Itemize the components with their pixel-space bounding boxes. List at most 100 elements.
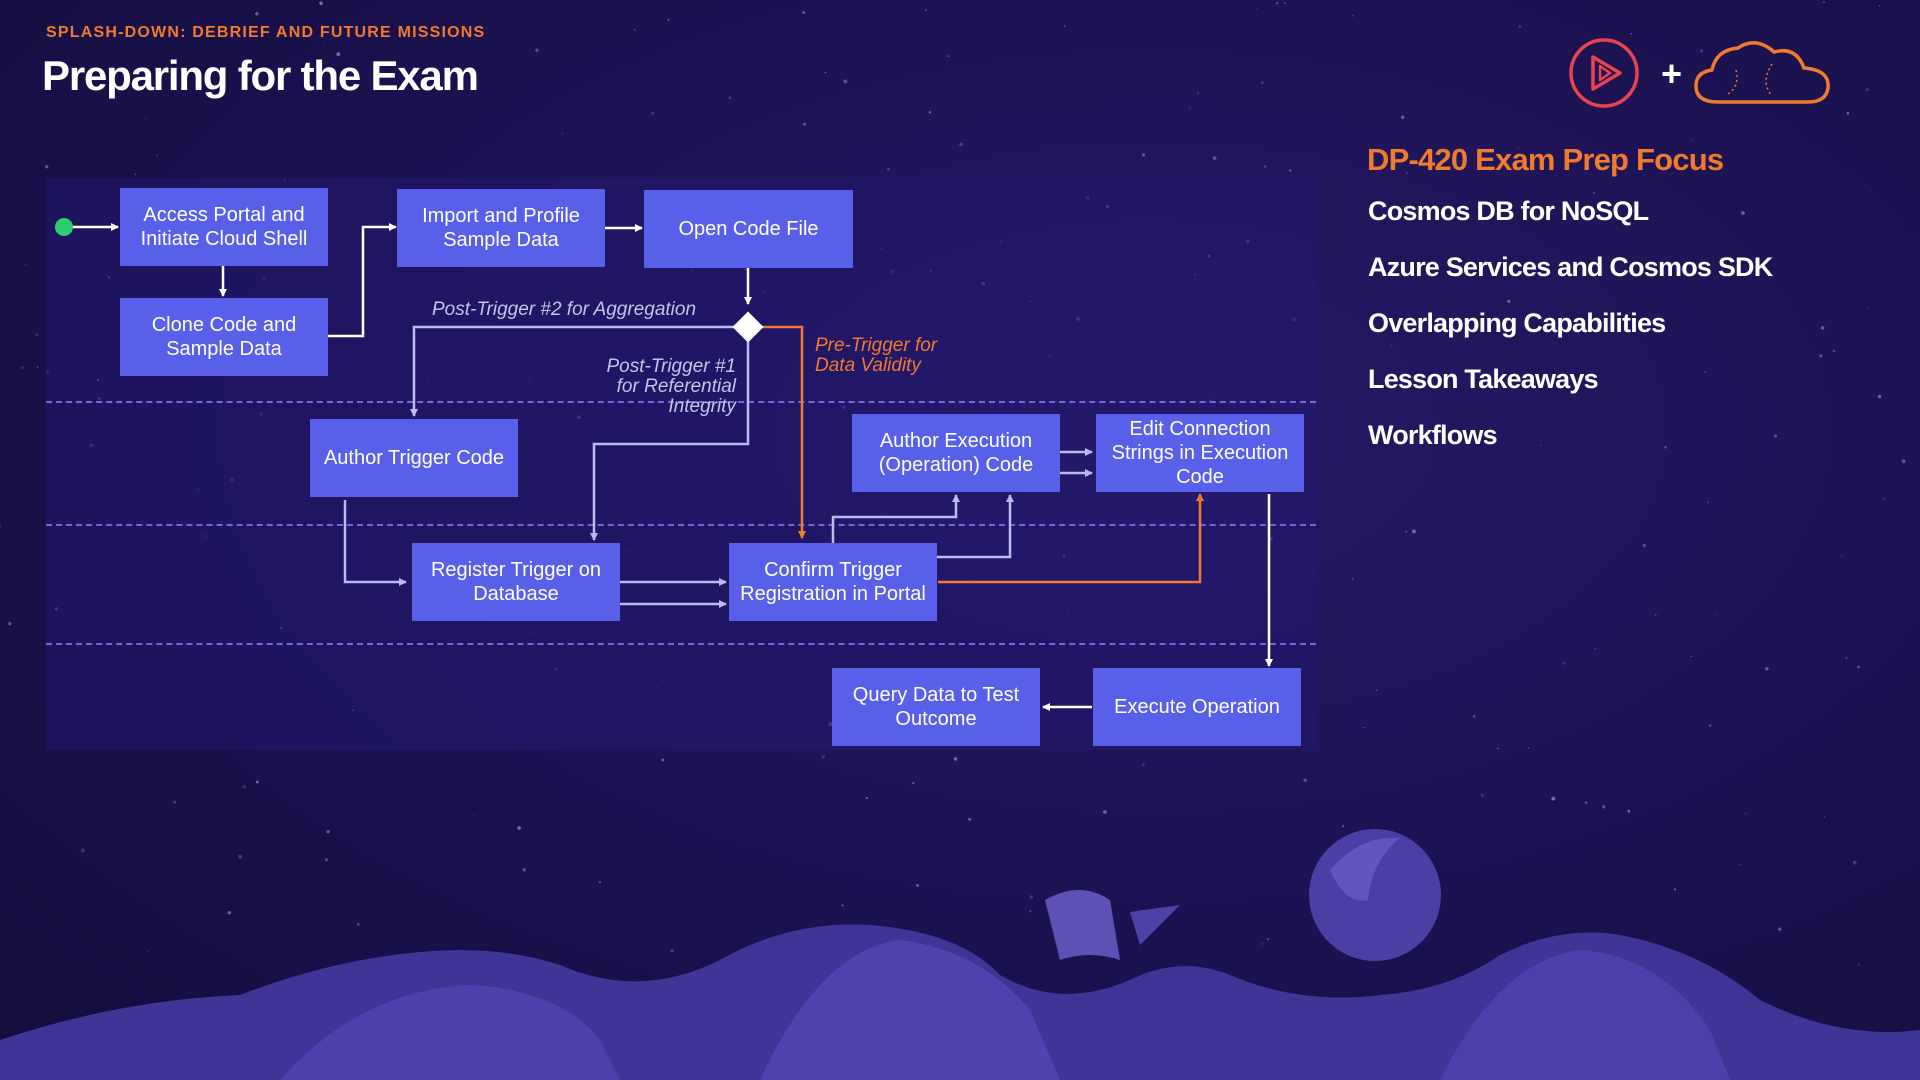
star (1188, 106, 1191, 109)
star (1261, 81, 1264, 84)
star (1820, 326, 1825, 330)
star (887, 167, 890, 171)
star (8, 622, 12, 626)
star (238, 854, 243, 859)
star (1690, 138, 1693, 141)
star (1351, 15, 1354, 17)
node-clone-code: Clone Code and Sample Data (120, 298, 328, 376)
star (1496, 747, 1499, 750)
star (912, 782, 915, 785)
star (1572, 260, 1577, 265)
star (147, 950, 149, 953)
star (1773, 434, 1778, 438)
star (45, 165, 49, 169)
node-register-trigger: Register Trigger on Database (412, 543, 620, 621)
star (1845, 656, 1848, 659)
star (1562, 662, 1566, 665)
star (1690, 655, 1693, 658)
focus-item: Cosmos DB for NoSQL (1368, 196, 1649, 226)
play-button-icon (1569, 38, 1639, 108)
star (156, 154, 158, 157)
star (1275, 2, 1279, 5)
exam-focus-list: Cosmos DB for NoSQL Azure Services and C… (1368, 196, 1773, 476)
planted-flag (1045, 890, 1120, 960)
star (1472, 715, 1476, 718)
star (1363, 727, 1365, 729)
node-open-code-file: Open Code File (644, 190, 853, 268)
star (1627, 809, 1631, 813)
section-kicker: SPLASH-DOWN: DEBRIEF AND FUTURE MISSIONS (46, 24, 486, 41)
star (1739, 864, 1741, 866)
star (1630, 33, 1633, 35)
star (1877, 394, 1882, 399)
star (1401, 115, 1405, 119)
star (1351, 578, 1354, 580)
star (1480, 793, 1484, 797)
star (1883, 498, 1885, 500)
star (1405, 530, 1408, 533)
star (1266, 938, 1269, 941)
star (517, 826, 521, 830)
star (1857, 963, 1860, 966)
star (1744, 812, 1747, 815)
focus-item: Lesson Takeaways (1368, 364, 1599, 394)
star (1527, 747, 1530, 749)
star (865, 796, 868, 800)
star (959, 142, 963, 147)
star (1704, 371, 1707, 373)
star (1765, 667, 1769, 671)
star (1263, 164, 1267, 168)
star (1654, 614, 1657, 617)
star (1823, 815, 1826, 818)
star (1406, 172, 1408, 174)
star (947, 55, 950, 58)
star (227, 910, 232, 915)
swimlane-divider (46, 524, 1316, 526)
star (319, 1, 323, 5)
star (1715, 613, 1718, 615)
star (824, 71, 827, 74)
star (1878, 4, 1881, 7)
star (323, 39, 325, 42)
star (1822, 0, 1826, 4)
star (255, 12, 259, 16)
star (1857, 665, 1860, 669)
star (1540, 444, 1542, 446)
star (1706, 501, 1710, 504)
star (953, 757, 958, 761)
label-pre-trigger: Pre-Trigger for Data Validity (815, 336, 937, 376)
star (928, 111, 932, 114)
star (522, 868, 526, 872)
star (35, 333, 39, 337)
star (1664, 446, 1667, 449)
star (356, 922, 360, 926)
star (1673, 888, 1677, 891)
node-query-data: Query Data to Test Outcome (832, 668, 1040, 746)
star (1551, 796, 1556, 801)
star (661, 758, 665, 762)
star (1870, 191, 1873, 193)
star (1063, 24, 1066, 28)
label-pre-trigger-line: Data Validity (815, 355, 921, 376)
brand-logos (1569, 38, 1830, 108)
node-edit-connection: Edit Connection Strings in Execution Cod… (1096, 414, 1304, 492)
star (728, 96, 732, 100)
star (1303, 778, 1308, 783)
star (843, 79, 848, 84)
star (1261, 943, 1264, 945)
star (598, 881, 602, 884)
star (1709, 724, 1712, 727)
label-pre-trigger-line: Pre-Trigger for (815, 335, 938, 356)
star (667, 18, 670, 21)
node-confirm-trigger: Confirm Trigger Registration in Portal (729, 543, 937, 621)
star (803, 122, 807, 126)
star (1841, 554, 1843, 557)
star (325, 858, 328, 862)
cloud-icon (1694, 41, 1830, 104)
star (1740, 211, 1745, 215)
star (1642, 543, 1647, 548)
star (1212, 156, 1217, 160)
star (1865, 87, 1869, 92)
star (173, 800, 177, 804)
